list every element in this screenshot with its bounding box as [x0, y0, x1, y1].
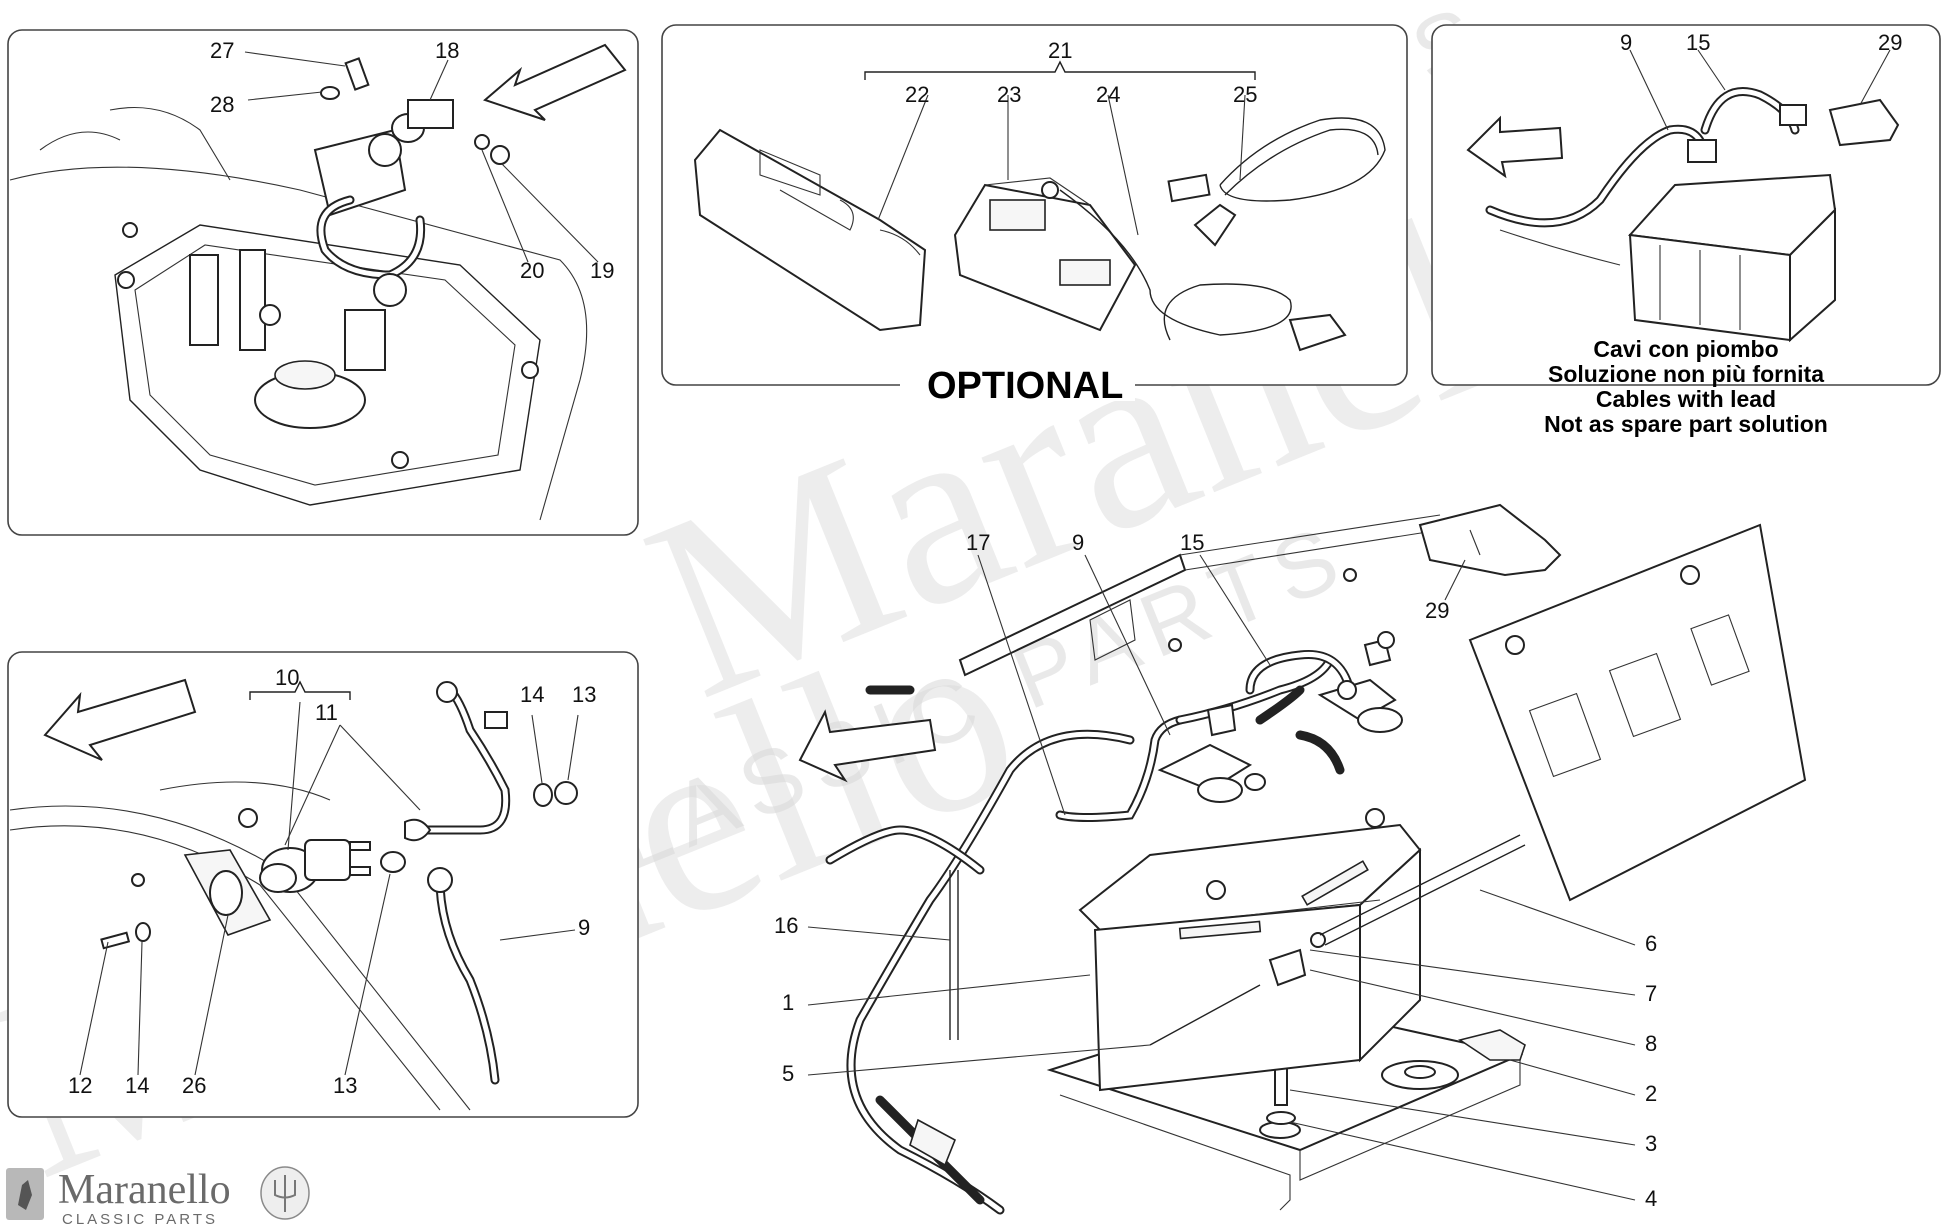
- callout-6: 6: [1645, 931, 1657, 956]
- callout-5: 5: [782, 1061, 794, 1086]
- panel-top-left: 27 18 28 20 19: [7, 29, 639, 536]
- nut-20: [474, 134, 490, 150]
- cover-29: [1418, 503, 1562, 577]
- callout-9: 9: [1072, 530, 1084, 555]
- main-assembly: 17 9 15 29 16 1 5 6 7 8 2 3 4: [774, 503, 1807, 1215]
- note-line-3: Cables with lead: [1596, 386, 1776, 412]
- cable-connector-a: [1167, 173, 1211, 203]
- callout-19: 19: [590, 258, 614, 283]
- floor-panel-edge: [9, 805, 471, 1111]
- callout-20: 20: [520, 258, 544, 283]
- nut-13-upper: [554, 781, 578, 805]
- callout-8: 8: [1645, 1031, 1657, 1056]
- callout-14: 14: [125, 1073, 149, 1098]
- callout-9: 9: [578, 915, 590, 940]
- trident-logo-icon: [260, 1166, 310, 1220]
- callout-7: 7: [1645, 981, 1657, 1006]
- callout-1: 1: [782, 990, 794, 1015]
- tunnel-edge: [109, 107, 231, 181]
- clamp-7: [1268, 948, 1307, 987]
- switch-body: [368, 133, 402, 167]
- bracket-18: [407, 99, 454, 129]
- callout-21: 21: [1048, 38, 1072, 63]
- callout-29: 29: [1425, 598, 1449, 623]
- charger-cable: [1059, 189, 1292, 341]
- callout-10: 10: [275, 665, 299, 690]
- battery-side: [1359, 847, 1421, 1063]
- cable-connector-b: [1193, 203, 1237, 247]
- optional-caption: OPTIONAL: [927, 365, 1123, 407]
- carry-bag: [693, 128, 927, 332]
- callout-22: 22: [905, 82, 929, 107]
- side-panel: [1468, 523, 1807, 902]
- brand-tagline: CLASSIC PARTS: [62, 1211, 218, 1228]
- callout-23: 23: [997, 82, 1021, 107]
- washer-28: [320, 86, 340, 100]
- callout-13: 13: [333, 1073, 357, 1098]
- bolt: [484, 711, 508, 729]
- washer-4: [1266, 1111, 1296, 1125]
- note-line-4: Not as spare part solution: [1544, 411, 1828, 437]
- cover-29: [1828, 98, 1900, 147]
- callout-16: 16: [774, 913, 798, 938]
- battery-recess: [114, 224, 541, 506]
- direction-arrow-icon: [483, 43, 627, 121]
- screw-27: [344, 57, 370, 91]
- nut-13: [380, 851, 406, 873]
- callout-17: 17: [966, 530, 990, 555]
- callout-27: 27: [210, 38, 234, 63]
- hold-down-rod: [1149, 984, 1261, 1046]
- note-line-1: Cavi con piombo: [1593, 336, 1778, 362]
- fuel-line-1: [189, 254, 219, 346]
- callout-12: 12: [68, 1073, 92, 1098]
- callout-14: 14: [520, 682, 544, 707]
- washer-14-lower: [135, 922, 151, 942]
- brand-name: Maranello: [58, 1167, 231, 1213]
- callout-18: 18: [435, 38, 459, 63]
- note-line-2: Soluzione non più fornita: [1548, 361, 1824, 387]
- panel-optional: OPTIONAL 21 22 23 24 25: [661, 24, 1408, 407]
- screw-12: [100, 931, 131, 950]
- callout-15: 15: [1686, 30, 1710, 55]
- washer-14-upper: [533, 783, 553, 807]
- panel-top-right: 9 15 29 Cavi con piombo Soluzione non pi…: [1431, 24, 1941, 437]
- callout-26: 26: [182, 1073, 206, 1098]
- direction-arrow-icon: [43, 678, 197, 761]
- callout-9: 9: [1620, 30, 1632, 55]
- callout-2: 2: [1645, 1081, 1657, 1106]
- nut-19: [490, 145, 510, 165]
- panel-bottom-left: 10 11 14 13 9 12 14 26 13: [7, 651, 639, 1118]
- group-brace: [864, 60, 1256, 80]
- cable-plug: [1288, 313, 1347, 352]
- fuel-line-2: [239, 249, 266, 351]
- brand-logo: Maranello CLASSIC PARTS: [6, 1166, 310, 1228]
- connector-block: [344, 309, 386, 371]
- panel-frame: [7, 29, 639, 536]
- callout-3: 3: [1645, 1131, 1657, 1156]
- callout-24: 24: [1096, 82, 1120, 107]
- direction-arrow-icon: [1466, 115, 1564, 179]
- battery-side: [1789, 207, 1836, 343]
- extension-cable: [1219, 117, 1386, 202]
- callout-29: 29: [1878, 30, 1902, 55]
- floor-pan-edge: [9, 166, 588, 521]
- callout-25: 25: [1233, 82, 1257, 107]
- direction-arrow-icon: [798, 709, 937, 783]
- callout-13: 13: [572, 682, 596, 707]
- callout-11: 11: [315, 700, 338, 725]
- callout-15: 15: [1180, 530, 1204, 555]
- callout-28: 28: [210, 92, 234, 117]
- callout-4: 4: [1645, 1186, 1657, 1211]
